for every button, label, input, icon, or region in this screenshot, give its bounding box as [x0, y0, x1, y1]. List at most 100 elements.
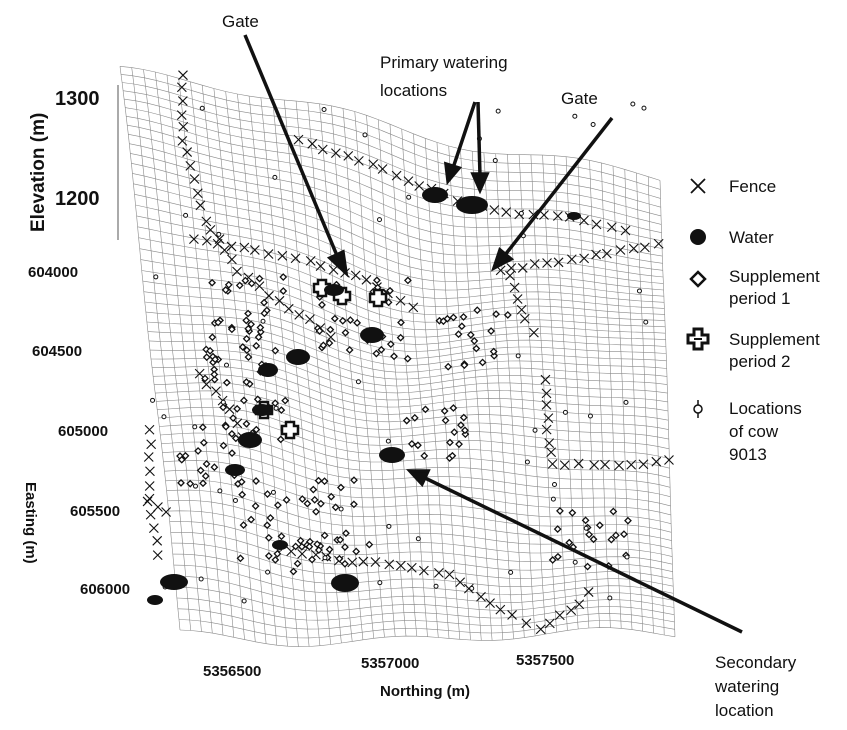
- supplement-1-diamond: [297, 542, 306, 551]
- supplement-1-diamond: [315, 327, 324, 335]
- fence-x-mark: [529, 327, 539, 338]
- cow-location: [241, 598, 247, 604]
- supplement-1-diamond: [440, 407, 449, 415]
- cow-location: [217, 488, 223, 494]
- supplement-1-diamond: [352, 547, 361, 556]
- mesh-line: [378, 119, 417, 637]
- water-ellipse: [258, 363, 278, 377]
- fence-x-mark: [152, 535, 163, 546]
- fence-x-mark: [395, 560, 406, 571]
- supplement-1-diamond: [186, 479, 195, 488]
- northing-axis: 5356500 5357000 5357500 Northing (m): [203, 652, 574, 700]
- fence-x-mark: [263, 249, 274, 259]
- secondary-watering-label-line-3: location: [715, 701, 774, 720]
- gate-right-arrow: [503, 116, 614, 257]
- fence-x-mark: [391, 170, 402, 181]
- fence-x-mark: [606, 222, 617, 233]
- easting-axis: 604000 604500 605000 605500 606000 Easti…: [22, 264, 130, 598]
- fence-x-mark: [227, 254, 237, 265]
- supplement-1-diamond: [489, 347, 498, 356]
- mesh-line: [307, 102, 353, 642]
- fence-x-mark: [224, 404, 235, 415]
- fence-x-mark: [330, 148, 341, 159]
- mesh-line: [366, 115, 407, 637]
- easting-tick-605000: 605000: [58, 423, 108, 440]
- supplement-1-diamond: [242, 346, 251, 355]
- supplement-1-diamond: [201, 374, 209, 383]
- mesh-line: [565, 156, 590, 629]
- cow-location: [273, 405, 279, 411]
- fence-x-mark: [553, 257, 564, 268]
- fence-x-mark: [463, 583, 474, 594]
- fence-x-mark: [495, 604, 506, 615]
- fence-x-mark: [274, 295, 285, 306]
- mesh-line: [138, 237, 665, 315]
- supplement-1-diamond: [177, 455, 186, 464]
- supplement-1-diamond: [244, 324, 253, 333]
- supplement-1-diamond: [264, 551, 273, 560]
- mesh-line: [342, 108, 385, 638]
- supplement-1-diamond: [177, 478, 185, 487]
- supplement-1-diamond: [314, 476, 323, 485]
- fence-x-mark: [350, 270, 361, 281]
- fence-x-mark: [419, 565, 429, 576]
- fence-x-mark: [579, 253, 590, 264]
- supplement-1-diamond: [219, 403, 228, 412]
- fence-x-mark: [176, 82, 187, 93]
- fence-x-mark: [542, 258, 552, 268]
- fence-x-mark: [177, 96, 188, 106]
- fence-x-mark: [414, 181, 425, 191]
- supplement-1-diamond: [414, 441, 422, 450]
- mesh-line: [129, 143, 663, 257]
- supplement-1-diamond: [624, 516, 632, 525]
- supplement-1-diamond: [449, 313, 458, 322]
- supplement-1-diamond: [470, 337, 479, 345]
- fence-x-mark: [297, 548, 308, 559]
- supplement-1-diamond: [372, 349, 381, 358]
- fence-x-mark: [651, 456, 662, 467]
- legend-label-supplement-2-line-2: period 2: [729, 352, 790, 371]
- supplement-1-diamond: [407, 439, 416, 448]
- fence-x-mark: [317, 144, 328, 155]
- supplement-1-diamond: [397, 318, 405, 327]
- fence-x-mark: [144, 493, 155, 504]
- legend-label-fence: Fence: [729, 177, 776, 196]
- mesh-line: [659, 180, 676, 637]
- supplement-1-diamond: [238, 490, 247, 499]
- fence-x-mark: [307, 138, 318, 149]
- supplement-1-diamond: [461, 426, 469, 435]
- supplement-1-diamond: [372, 276, 381, 285]
- supplement-1-diamond: [459, 413, 468, 422]
- supplement-1-diamond: [330, 314, 339, 323]
- supplement-1-diamond: [238, 343, 247, 351]
- x-mark-icon: [690, 178, 706, 194]
- northing-axis-title: Northing (m): [380, 683, 470, 700]
- supplement-1-diamond: [403, 354, 412, 363]
- fence-x-mark: [541, 388, 552, 399]
- mesh-line: [542, 155, 568, 631]
- fence-x-mark: [653, 238, 664, 249]
- supplement-1-diamond: [320, 531, 329, 540]
- supplement-1-diamond: [208, 278, 217, 287]
- mesh-line: [225, 91, 278, 646]
- cow-location: [260, 318, 266, 324]
- cow-location: [624, 554, 630, 560]
- cow-location: [198, 576, 204, 582]
- fence-x-mark: [554, 610, 565, 621]
- northing-tick-5357000: 5357000: [361, 655, 419, 672]
- annotations: Gate Gate Primary watering locations Sec…: [222, 12, 797, 720]
- water-ellipse: [567, 212, 581, 220]
- fence-x-mark: [444, 569, 455, 580]
- fence-x-mark: [408, 302, 419, 313]
- fence-x-mark: [328, 265, 339, 275]
- cow-location: [386, 523, 392, 529]
- fence-x-mark: [626, 459, 637, 470]
- fence-x-mark: [501, 207, 512, 217]
- mesh-line: [166, 74, 224, 636]
- supplement-1-diamond: [456, 421, 465, 430]
- supplement-1-diamond: [202, 460, 211, 468]
- fence-x-mark: [519, 313, 530, 324]
- fence-x-mark: [509, 282, 520, 293]
- mesh-line: [612, 165, 633, 630]
